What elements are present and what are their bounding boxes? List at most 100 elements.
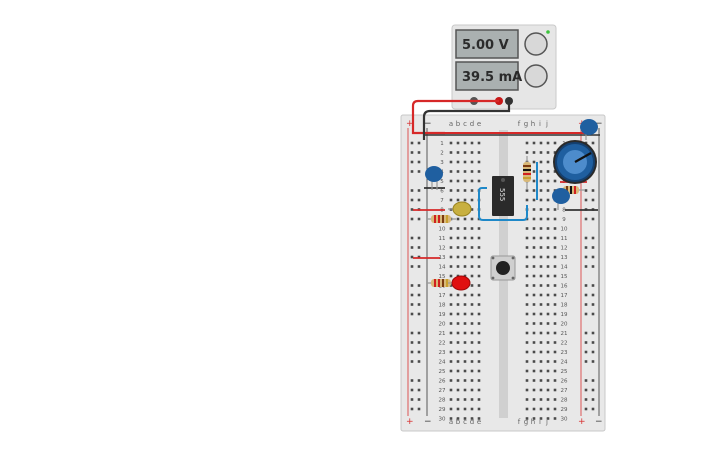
- breadboard-hole[interactable]: [470, 388, 474, 392]
- breadboard-hole[interactable]: [539, 274, 543, 278]
- breadboard-hole[interactable]: [546, 179, 550, 183]
- rail-hole[interactable]: [584, 388, 588, 392]
- breadboard-hole[interactable]: [539, 312, 543, 316]
- breadboard-hole[interactable]: [449, 255, 453, 259]
- breadboard-hole[interactable]: [470, 141, 474, 145]
- potentiometer[interactable]: [553, 140, 597, 184]
- breadboard-hole[interactable]: [463, 293, 467, 297]
- breadboard-hole[interactable]: [463, 322, 467, 325]
- rail-hole[interactable]: [591, 331, 595, 335]
- breadboard-hole[interactable]: [539, 160, 543, 164]
- breadboard-hole[interactable]: [449, 274, 453, 278]
- breadboard-hole[interactable]: [449, 227, 453, 230]
- breadboard-hole[interactable]: [456, 303, 460, 306]
- breadboard-hole[interactable]: [532, 246, 536, 249]
- breadboard-hole[interactable]: [539, 379, 543, 382]
- breadboard-hole[interactable]: [470, 293, 474, 297]
- breadboard-hole[interactable]: [463, 189, 467, 192]
- current-knob[interactable]: [524, 64, 548, 88]
- rail-hole[interactable]: [591, 360, 595, 363]
- breadboard-hole[interactable]: [477, 407, 481, 411]
- breadboard-hole[interactable]: [456, 246, 460, 249]
- breadboard-hole[interactable]: [553, 417, 557, 420]
- rail-hole[interactable]: [410, 379, 414, 382]
- rail-hole[interactable]: [417, 217, 421, 221]
- breadboard-hole[interactable]: [470, 350, 474, 354]
- breadboard-hole[interactable]: [456, 179, 460, 183]
- breadboard-hole[interactable]: [456, 293, 460, 297]
- rail-hole[interactable]: [584, 236, 588, 240]
- breadboard-hole[interactable]: [470, 208, 474, 211]
- rail-hole[interactable]: [410, 141, 414, 145]
- rail-hole[interactable]: [410, 398, 414, 401]
- breadboard-hole[interactable]: [539, 350, 543, 354]
- led-yellow[interactable]: [448, 201, 472, 217]
- power-supply[interactable]: 5.00 V 39.5 mA: [451, 24, 557, 110]
- breadboard-hole[interactable]: [456, 369, 460, 373]
- breadboard-hole[interactable]: [470, 284, 474, 287]
- breadboard-hole[interactable]: [532, 208, 536, 211]
- breadboard-hole[interactable]: [546, 417, 550, 420]
- breadboard-hole[interactable]: [546, 160, 550, 164]
- led-red[interactable]: [448, 275, 471, 291]
- breadboard-hole[interactable]: [539, 189, 543, 192]
- rail-hole[interactable]: [417, 388, 421, 392]
- rail-hole[interactable]: [417, 379, 421, 382]
- breadboard-hole[interactable]: [546, 388, 550, 392]
- rail-hole[interactable]: [417, 350, 421, 354]
- breadboard-hole[interactable]: [470, 398, 474, 401]
- breadboard-hole[interactable]: [463, 170, 467, 173]
- breadboard-hole[interactable]: [456, 398, 460, 401]
- breadboard-hole[interactable]: [553, 217, 557, 221]
- breadboard-hole[interactable]: [546, 217, 550, 221]
- resistor-top[interactable]: [523, 156, 531, 190]
- breadboard-hole[interactable]: [546, 246, 550, 249]
- breadboard-hole[interactable]: [546, 369, 550, 373]
- breadboard-hole[interactable]: [463, 217, 467, 221]
- breadboard-hole[interactable]: [539, 369, 543, 373]
- rail-hole[interactable]: [410, 255, 414, 259]
- rail-hole[interactable]: [417, 341, 421, 344]
- breadboard-hole[interactable]: [470, 170, 474, 173]
- breadboard-hole[interactable]: [546, 141, 550, 145]
- breadboard-hole[interactable]: [456, 198, 460, 202]
- rail-hole[interactable]: [417, 198, 421, 202]
- breadboard-hole[interactable]: [449, 312, 453, 316]
- breadboard-hole[interactable]: [449, 236, 453, 240]
- breadboard-hole[interactable]: [553, 236, 557, 240]
- breadboard-hole[interactable]: [532, 388, 536, 392]
- breadboard-hole[interactable]: [532, 398, 536, 401]
- rail-hole[interactable]: [410, 236, 414, 240]
- rail-hole[interactable]: [410, 246, 414, 249]
- rail-hole[interactable]: [410, 170, 414, 173]
- breadboard-hole[interactable]: [470, 255, 474, 259]
- rail-hole[interactable]: [417, 284, 421, 287]
- breadboard-hole[interactable]: [463, 236, 467, 240]
- breadboard-hole[interactable]: [477, 417, 481, 420]
- breadboard-hole[interactable]: [546, 265, 550, 268]
- rail-hole[interactable]: [584, 331, 588, 335]
- breadboard-hole[interactable]: [532, 141, 536, 145]
- breadboard-hole[interactable]: [532, 417, 536, 420]
- rail-hole[interactable]: [410, 293, 414, 297]
- breadboard-hole[interactable]: [539, 398, 543, 401]
- breadboard-hole[interactable]: [477, 303, 481, 306]
- breadboard-hole[interactable]: [456, 236, 460, 240]
- rail-hole[interactable]: [417, 141, 421, 145]
- breadboard-hole[interactable]: [456, 417, 460, 420]
- breadboard-hole[interactable]: [470, 407, 474, 411]
- breadboard-hole[interactable]: [449, 170, 453, 173]
- breadboard-hole[interactable]: [539, 417, 543, 420]
- breadboard-hole[interactable]: [477, 227, 481, 230]
- breadboard-hole[interactable]: [449, 379, 453, 382]
- rail-hole[interactable]: [584, 293, 588, 297]
- breadboard-hole[interactable]: [532, 331, 536, 335]
- rail-hole[interactable]: [417, 160, 421, 164]
- breadboard-hole[interactable]: [539, 293, 543, 297]
- breadboard-hole[interactable]: [463, 179, 467, 183]
- breadboard-hole[interactable]: [539, 198, 543, 202]
- rail-hole[interactable]: [417, 189, 421, 192]
- rail-hole[interactable]: [591, 236, 595, 240]
- breadboard-hole[interactable]: [553, 274, 557, 278]
- breadboard-hole[interactable]: [449, 322, 453, 325]
